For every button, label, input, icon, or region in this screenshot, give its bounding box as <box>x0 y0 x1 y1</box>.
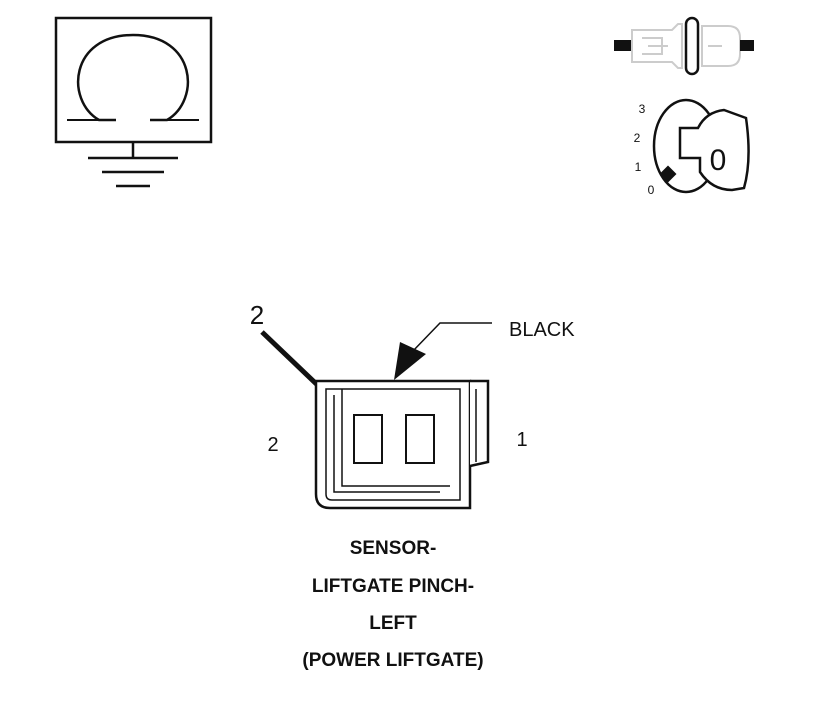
ohm-meter-ground-icon <box>54 16 213 188</box>
ignition-key-icon: 3 2 1 0 0 <box>634 98 750 197</box>
ignition-position-2: 2 <box>634 131 641 145</box>
color-callout: BLACK <box>394 319 575 380</box>
caption-line-2: LIFTGATE PINCH- <box>311 576 475 597</box>
caption-line-3: LEFT <box>369 613 417 634</box>
connector-face <box>314 379 490 510</box>
ignition-position-3: 3 <box>639 102 646 116</box>
pin-label-left: 2 <box>267 434 278 456</box>
ignition-position-0: 0 <box>648 183 655 197</box>
connector-color-label: BLACK <box>509 319 575 341</box>
connector-pin-2 <box>353 414 383 464</box>
caption-line-1: SENSOR- <box>349 538 437 559</box>
ignition-position-1: 1 <box>635 160 642 174</box>
pin-label-right: 1 <box>516 429 527 451</box>
connector-pin-1 <box>405 414 435 464</box>
ignition-key-label: 0 <box>710 144 727 177</box>
caption-line-4: (POWER LIFTGATE) <box>302 650 484 671</box>
probe-pin-label: 2 <box>250 300 264 330</box>
disconnected-connector-icon <box>614 16 754 76</box>
